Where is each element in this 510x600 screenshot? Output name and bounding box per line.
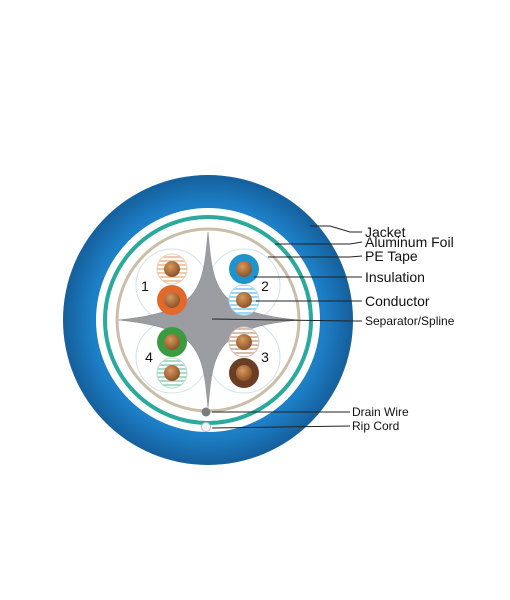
rip-cord-leader <box>211 425 351 429</box>
pair-4-stripe-conductor <box>164 365 180 381</box>
pair-2 <box>228 254 260 316</box>
pair-1-solid-conductor <box>164 292 180 308</box>
label-drain-wire: Drain Wire <box>352 405 409 419</box>
pair-4-solid-conductor <box>164 334 180 350</box>
pair-3-stripe-conductor <box>236 334 252 350</box>
jacket-leader <box>310 225 362 233</box>
pair-1-stripe-conductor <box>164 261 180 277</box>
label-aluminum-foil: Aluminum Foil <box>365 234 454 250</box>
pair-4 <box>156 327 188 389</box>
pair-3-solid-conductor <box>236 365 252 381</box>
label-pe-tape: PE Tape <box>365 248 418 264</box>
label-rip-cord: Rip Cord <box>352 419 399 433</box>
pair-2-solid-conductor <box>236 261 252 277</box>
label-jacket: Jacket <box>365 224 406 240</box>
drain-wire <box>201 407 211 417</box>
label-separator-spline: Separator/Spline <box>365 314 455 328</box>
pair-3 <box>228 326 260 388</box>
rip-cord <box>201 422 211 432</box>
pair-number-3: 3 <box>261 349 269 365</box>
pair-2-stripe-conductor <box>236 292 252 308</box>
pair-number-2: 2 <box>261 278 269 294</box>
label-insulation: Insulation <box>365 269 425 285</box>
pair-1 <box>156 253 188 315</box>
foil-leader <box>275 241 363 245</box>
label-conductor: Conductor <box>365 293 430 309</box>
pe-tape-leader <box>268 255 363 258</box>
pair-number-4: 4 <box>145 349 153 365</box>
separator-leader <box>211 318 362 322</box>
pair-number-1: 1 <box>141 278 149 294</box>
